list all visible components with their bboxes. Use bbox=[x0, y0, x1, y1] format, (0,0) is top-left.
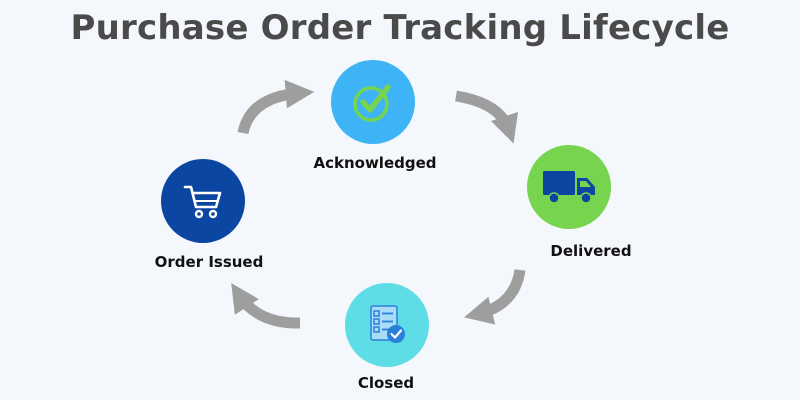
stage-closed-circle bbox=[345, 283, 429, 367]
arrow-closed-to-issued bbox=[231, 283, 301, 329]
truck-icon bbox=[543, 171, 595, 204]
page-title: Purchase Order Tracking Lifecycle bbox=[70, 8, 730, 48]
stage-acknowledged-circle bbox=[331, 60, 415, 144]
stage-order-issued-label: Order Issued bbox=[154, 253, 264, 271]
stage-order-issued-circle bbox=[161, 159, 245, 243]
stage-closed-label: Closed bbox=[357, 374, 415, 392]
stage-delivered-label: Delivered bbox=[550, 242, 632, 260]
arrow-delivered-to-closed bbox=[464, 268, 526, 325]
arrow-acknowledged-to-delivered bbox=[455, 90, 519, 144]
stage-delivered-circle bbox=[527, 145, 611, 229]
checklist-icon bbox=[370, 305, 405, 343]
arrow-issued-to-acknowledged bbox=[237, 79, 315, 135]
cart-icon bbox=[183, 185, 222, 219]
stage-acknowledged-label: Acknowledged bbox=[313, 154, 437, 172]
checkmark-icon bbox=[353, 84, 391, 122]
